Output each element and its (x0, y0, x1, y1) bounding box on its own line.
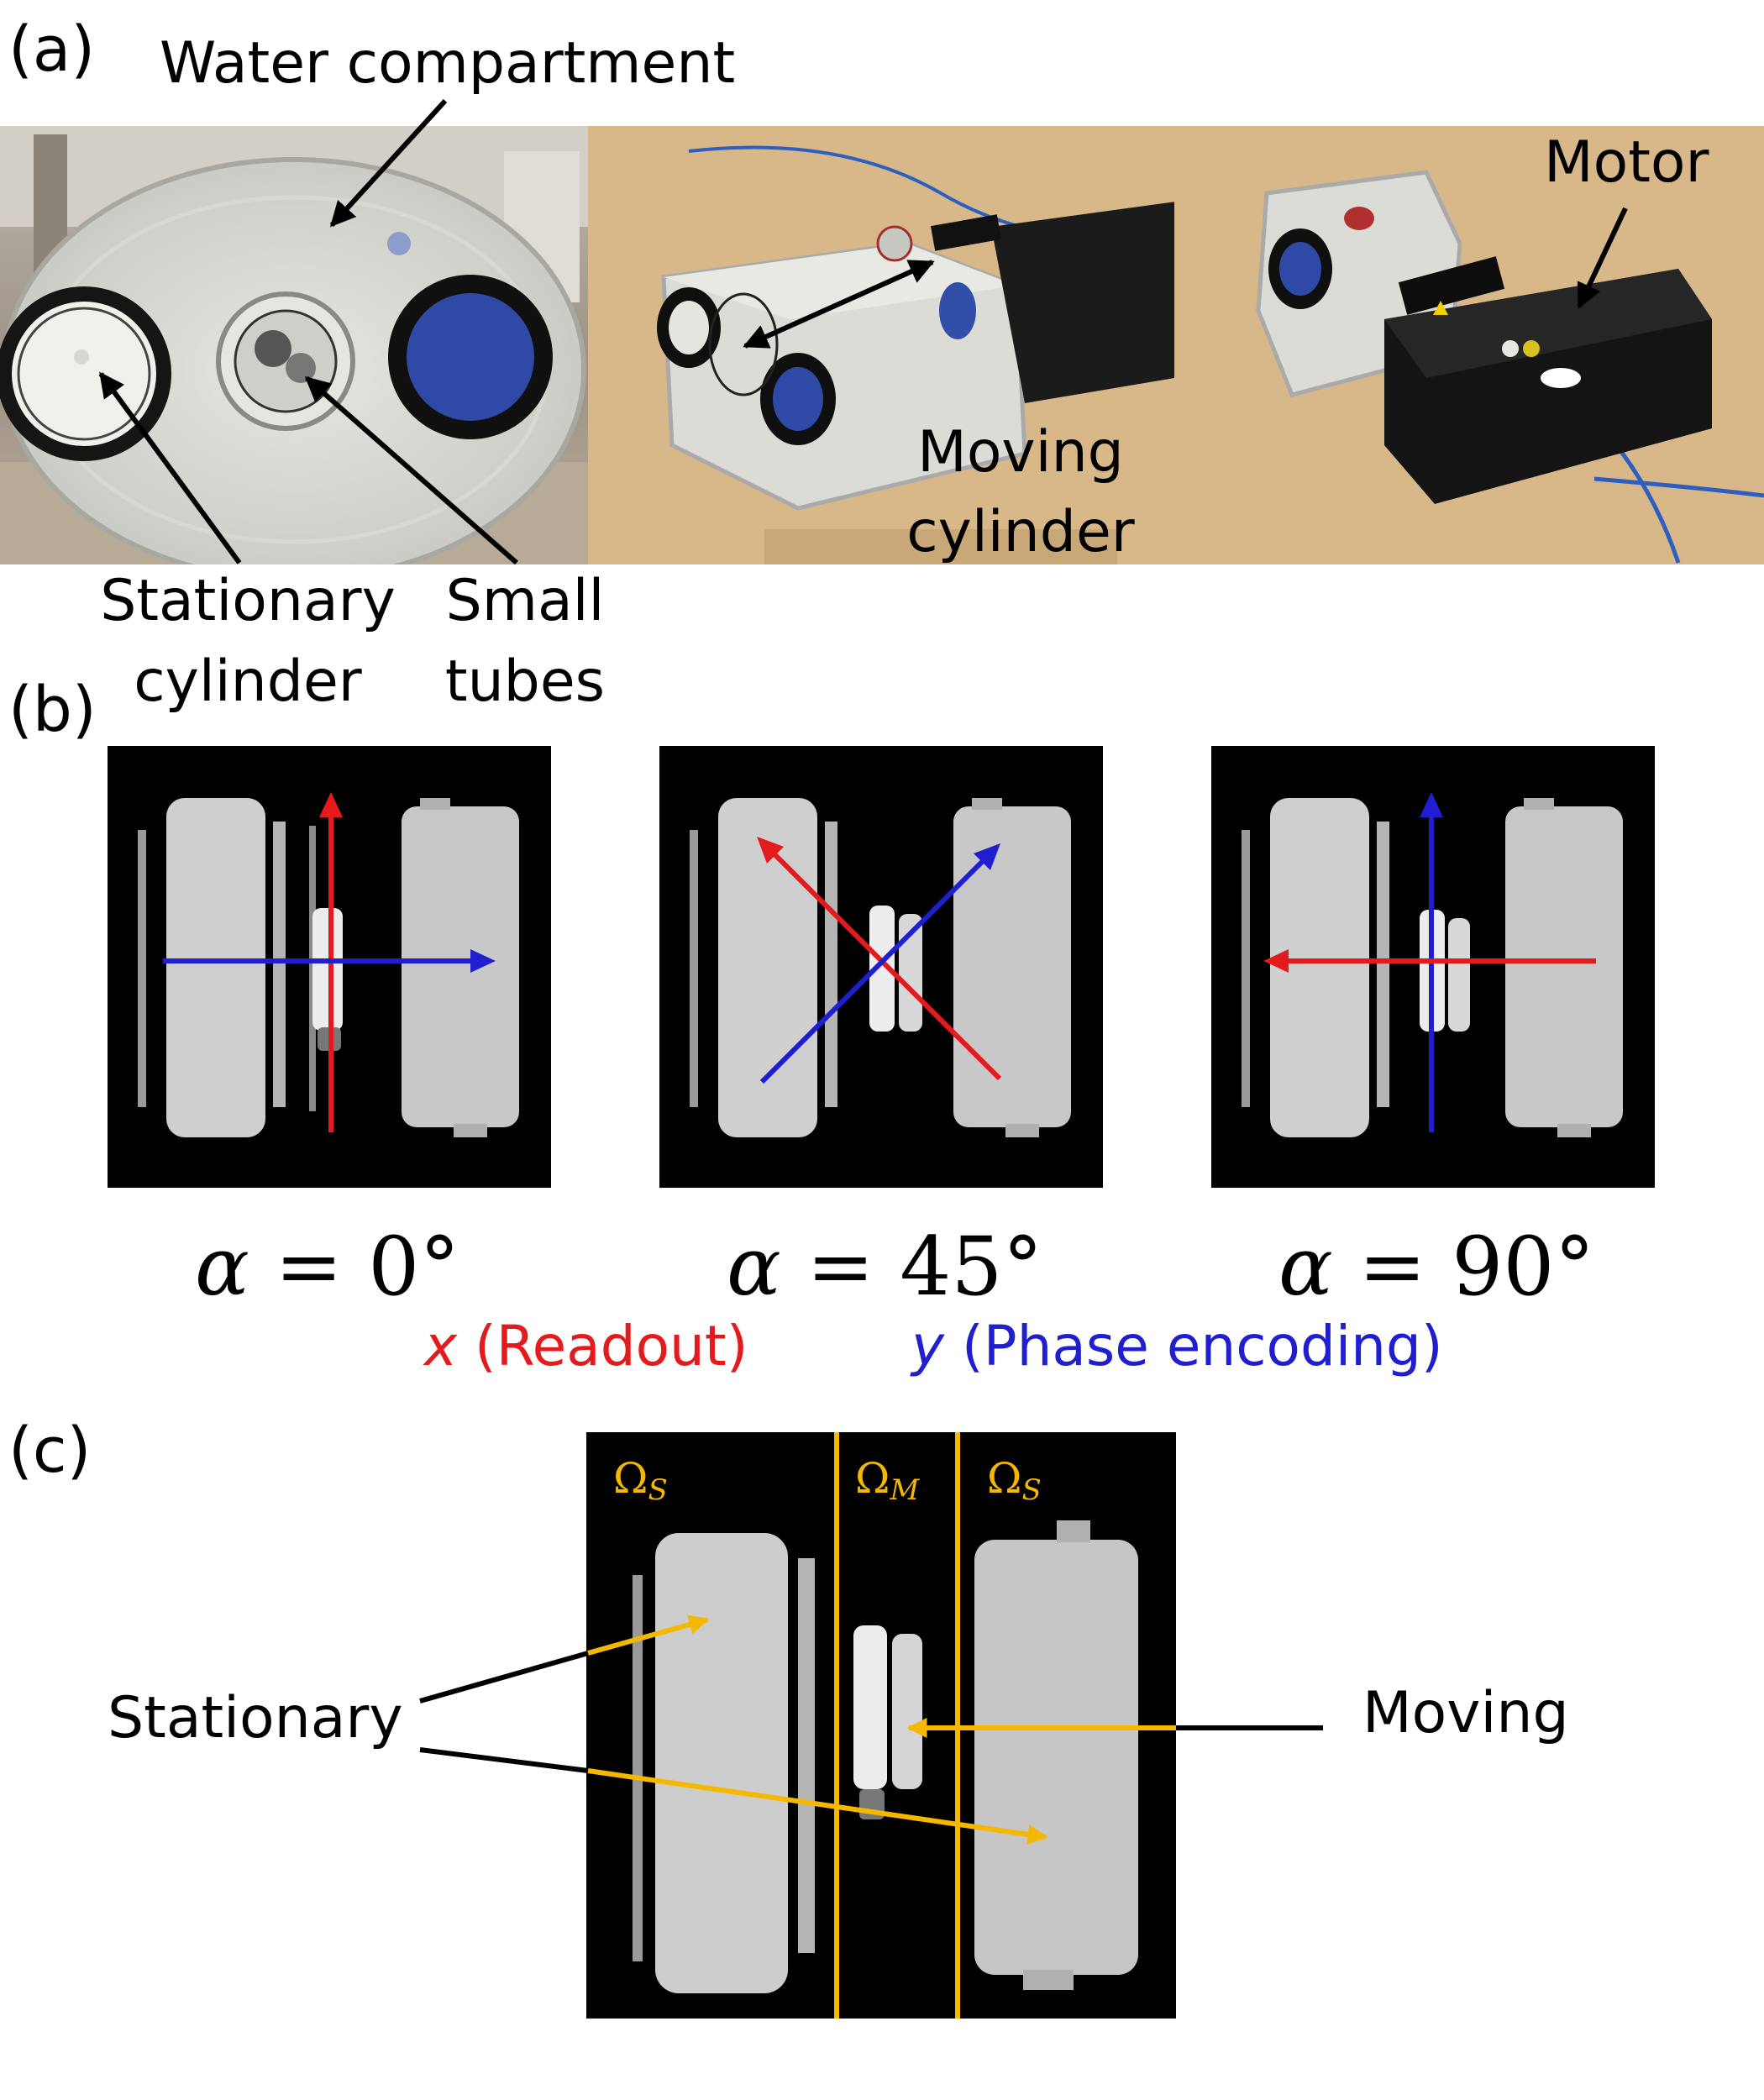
photo-phantom-front (0, 126, 588, 564)
arrow-stationary-cylinder (98, 371, 242, 564)
region-label-omega-m: ΩM (855, 1457, 919, 1504)
pointer-stationary-lower-gold (587, 1768, 1048, 1845)
mri-image-alpha-0 (108, 746, 551, 1188)
legend-phase-text: (Phase encoding) (944, 1314, 1443, 1378)
panel-label-c: (c) (8, 1415, 92, 1487)
omega-s-right-symbol: Ω (987, 1454, 1022, 1503)
angle-90-symbol: α (1278, 1220, 1333, 1314)
mri-alpha-90-graphic (1211, 746, 1655, 1188)
photo-motor (1174, 126, 1764, 564)
angle-0-symbol: α (195, 1220, 249, 1314)
panel-label-a: (a) (8, 13, 96, 86)
pointer-stationary-lower-black (419, 1747, 589, 1773)
label-moving: Moving (1362, 1680, 1569, 1746)
stationary-cylinder-left (655, 1533, 788, 1993)
legend-readout-var: x (424, 1314, 458, 1378)
omega-m-sub: M (890, 1473, 920, 1507)
mri-alpha-0-graphic (108, 746, 551, 1188)
label-moving-cylinder-line1: Moving (917, 419, 1124, 486)
mri-image-alpha-45 (659, 746, 1103, 1188)
label-motor: Motor (1544, 129, 1709, 196)
label-stationary-cylinder-line1: Stationary (100, 568, 396, 634)
legend-readout: x (Readout) (424, 1319, 748, 1374)
pointer-stationary-upper-black (419, 1651, 589, 1704)
photo-motor-graphic (1174, 126, 1764, 564)
angle-45-value: 45° (900, 1220, 1043, 1314)
label-stationary-cylinder-line2: cylinder (134, 648, 362, 715)
omega-s-right-sub: S (1021, 1473, 1042, 1507)
label-moving-cylinder-line2: cylinder (906, 499, 1135, 565)
angle-45-equals: = (780, 1220, 900, 1314)
mri-image-alpha-90 (1211, 746, 1655, 1188)
omega-m-symbol: Ω (855, 1454, 890, 1503)
panel-a-pointer-arrows (98, 98, 1628, 565)
mri-image-regions (586, 1432, 1176, 2019)
omega-s-left-symbol: Ω (613, 1454, 648, 1503)
label-small-tubes-line1: Small (445, 568, 605, 634)
angle-label-90: α = 90° (1278, 1226, 1594, 1307)
pointer-stationary-upper-gold (587, 1614, 710, 1656)
region-label-omega-s-left: ΩS (613, 1457, 668, 1504)
angle-45-symbol: α (727, 1220, 781, 1314)
legend-phase-encoding: y (Phase encoding) (911, 1319, 1443, 1374)
label-water-compartment: Water compartment (160, 30, 736, 97)
panel-label-b: (b) (8, 674, 97, 746)
legend-phase-var: y (911, 1314, 945, 1378)
legend-readout-text: (Readout) (457, 1314, 748, 1378)
arrow-water-compartment (329, 98, 448, 228)
mri-alpha-45-graphic (659, 746, 1103, 1188)
angle-0-equals: = (249, 1220, 369, 1314)
angle-90-value: 90° (1452, 1220, 1595, 1314)
angle-90-equals: = (1332, 1220, 1452, 1314)
photo-phantom-front-graphic (0, 126, 588, 564)
angle-0-value: 0° (368, 1220, 460, 1314)
stationary-cylinder-right (974, 1540, 1138, 1975)
arrow-motor (1577, 207, 1628, 309)
phase-arrow-alpha-45 (759, 849, 995, 1084)
arrow-moving-direction (743, 260, 935, 349)
arrow-small-tubes (304, 375, 518, 565)
angle-label-0: α = 0° (195, 1226, 459, 1307)
label-stationary: Stationary (108, 1685, 403, 1751)
label-small-tubes-line2: tubes (444, 648, 606, 715)
moving-tube-2 (892, 1634, 922, 1789)
moving-tube-1 (853, 1625, 887, 1789)
omega-s-left-sub: S (648, 1473, 668, 1507)
region-label-omega-s-right: ΩS (987, 1457, 1042, 1504)
angle-label-45: α = 45° (727, 1226, 1042, 1307)
